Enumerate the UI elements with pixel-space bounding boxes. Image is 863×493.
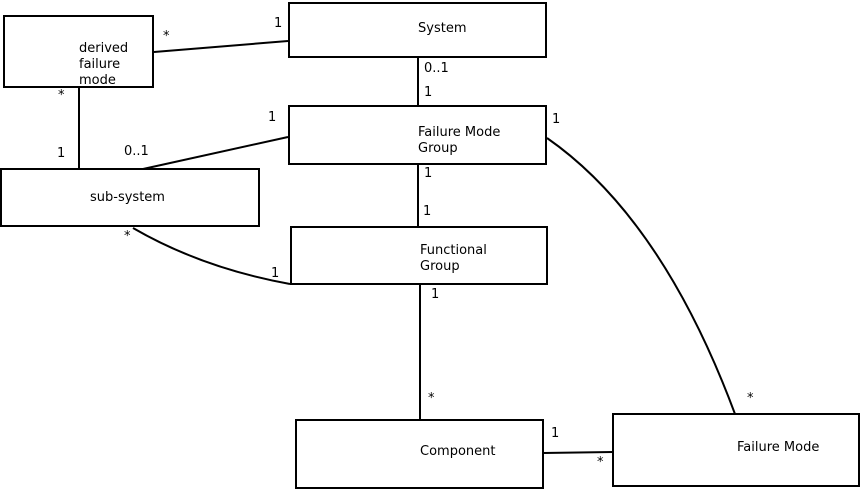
node-label: Component — [420, 444, 496, 459]
edge-derived-failure-mode-system — [153, 40, 289, 53]
multiplicity-dfm-system-near-dfm: * — [163, 29, 170, 44]
multiplicity-component-failuremode-near-component: 1 — [551, 426, 560, 441]
multiplicity-fmg-subsystem-near-subsystem: 0..1 — [124, 144, 149, 159]
multiplicity-fmg-functionalgroup-near-fg: 1 — [423, 204, 432, 219]
multiplicity-functionalgroup-component-near-component: * — [428, 391, 435, 406]
multiplicity-fmg-functionalgroup-near-fmg: 1 — [424, 166, 433, 181]
edge-component-failure-mode — [542, 451, 614, 454]
node-label: sub-system — [90, 190, 165, 205]
multiplicity-dfm-system-near-system: 1 — [274, 16, 283, 31]
multiplicity-dfm-subsystem-near-subsystem: 1 — [57, 146, 66, 161]
node-label: System — [418, 21, 467, 36]
node-system[interactable]: System — [288, 2, 547, 58]
edge-sub-system-functional-group — [132, 227, 291, 285]
multiplicity-subsystem-functionalgroup-near-subsystem: * — [124, 229, 131, 244]
node-failure-mode[interactable]: Failure Mode — [612, 413, 860, 487]
node-component[interactable]: Component — [295, 419, 544, 489]
node-label: Failure Mode — [737, 440, 820, 455]
multiplicity-subsystem-functionalgroup-near-fg: 1 — [271, 266, 280, 281]
node-label: derived failure mode — [79, 41, 129, 88]
multiplicity-fmg-subsystem-near-fmg: 1 — [268, 110, 277, 125]
edge-failure-mode-group-sub-system — [142, 136, 289, 170]
multiplicity-system-fmg-near-fmg: 1 — [424, 85, 433, 100]
node-failure-mode-group[interactable]: Failure Mode Group — [288, 105, 547, 165]
multiplicity-fmg-failuremode-near-failuremode: * — [747, 391, 754, 406]
node-derived-failure-mode[interactable]: derived failure mode — [3, 15, 154, 88]
multiplicity-component-failuremode-near-failuremode: * — [597, 455, 604, 470]
node-label: Failure Mode Group — [418, 125, 501, 156]
multiplicity-fmg-failuremode-near-fmg: 1 — [552, 112, 561, 127]
node-functional-group[interactable]: Functional Group — [290, 226, 548, 285]
multiplicity-system-fmg-near-system: 0..1 — [424, 61, 449, 76]
edge-failure-mode-group-failure-mode — [546, 137, 736, 415]
node-label: Functional Group — [420, 243, 487, 274]
node-sub-system[interactable]: sub-system — [0, 168, 260, 227]
multiplicity-functionalgroup-component-near-fg: 1 — [431, 287, 440, 302]
multiplicity-dfm-subsystem-near-dfm: * — [58, 88, 65, 103]
